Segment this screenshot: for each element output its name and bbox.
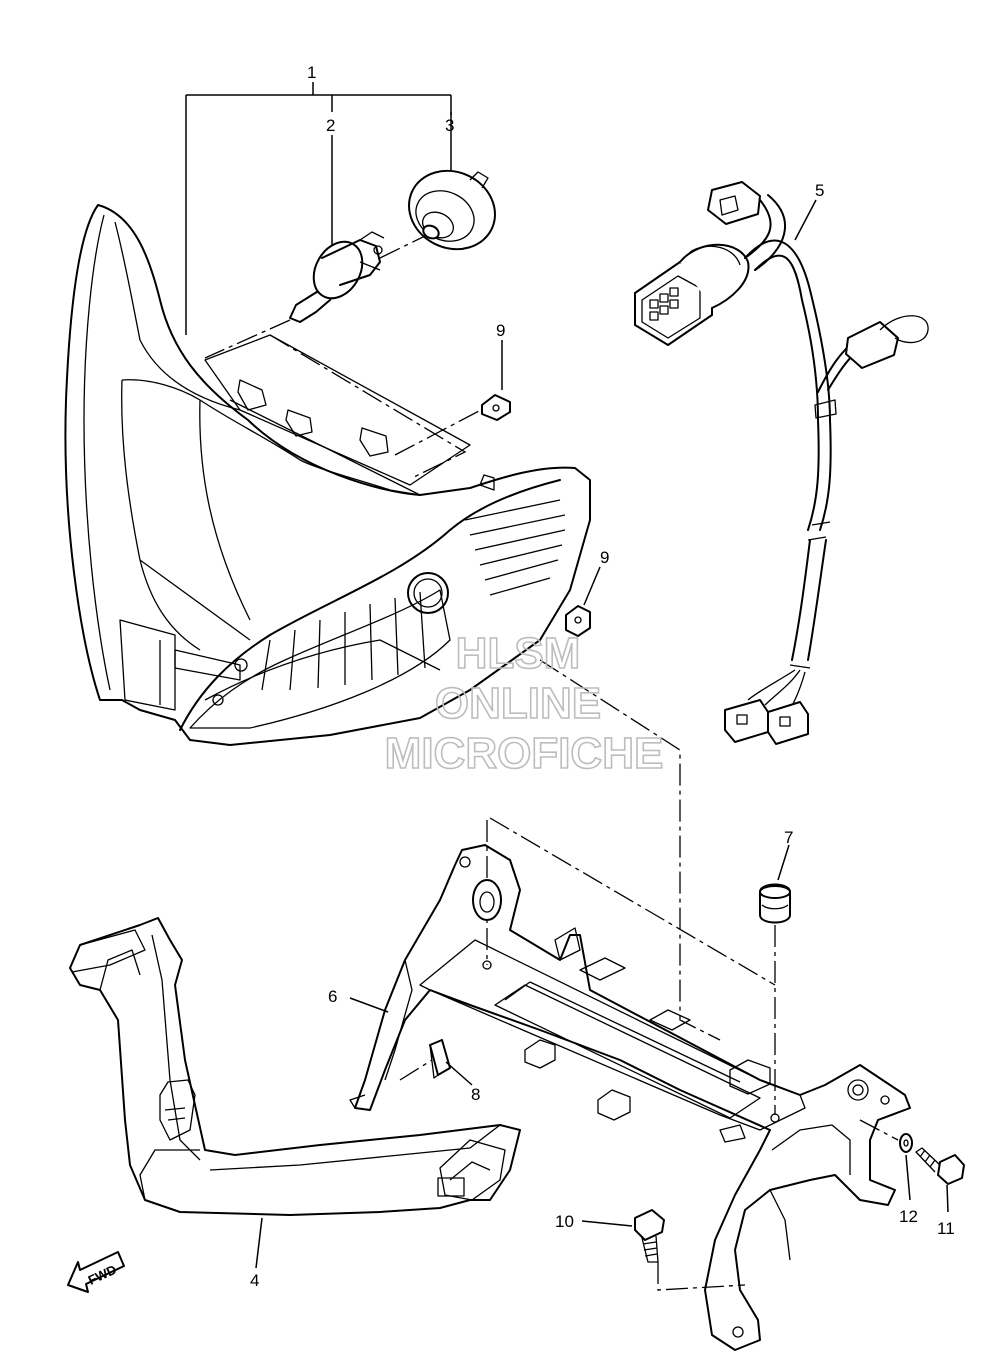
clamp [429,1039,451,1079]
headlight-stay [349,844,911,1351]
callout-7: 7 [784,828,793,847]
callout-1: 1 [307,63,316,82]
headlight-assembly [64,204,591,746]
callout-9-upper: 9 [496,321,505,340]
watermark: HLSM ONLINE MICROFICHE [384,628,664,779]
callout-1-bracket [185,82,452,335]
callout-2: 2 [326,116,335,135]
headlight-cover [69,917,521,1216]
callout-3: 3 [445,116,454,135]
bulb-dust-cover [379,169,496,259]
callout-8: 8 [471,1085,480,1104]
washer-12 [859,1119,913,1153]
nut-9-upper [481,394,511,421]
callout-9-lower: 9 [600,548,609,567]
callout-12: 12 [899,1207,918,1226]
fwd-direction-arrow: FWD [67,1251,125,1293]
assembly-lines-stay [399,659,776,1291]
headlight-wire-harness [634,181,929,745]
callout-11: 11 [937,1219,955,1238]
rubber-damper [759,883,791,924]
headlight-bulb [289,231,385,323]
callout-10: 10 [555,1212,574,1231]
watermark-line-1: HLSM [456,629,581,678]
callout-4: 4 [250,1271,259,1290]
assembly-line-bulb [204,319,501,479]
nut-9-lower [565,605,591,637]
bolt-10 [634,1209,665,1263]
watermark-line-3: MICROFICHE [385,729,664,778]
bolt-11 [915,1147,965,1185]
callout-numbers: 1 2 3 4 5 6 7 8 9 9 10 11 12 [250,63,955,1290]
callout-6: 6 [328,987,337,1006]
callout-5: 5 [815,181,824,200]
leader-lines [255,199,949,1269]
watermark-line-2: ONLINE [435,679,601,728]
